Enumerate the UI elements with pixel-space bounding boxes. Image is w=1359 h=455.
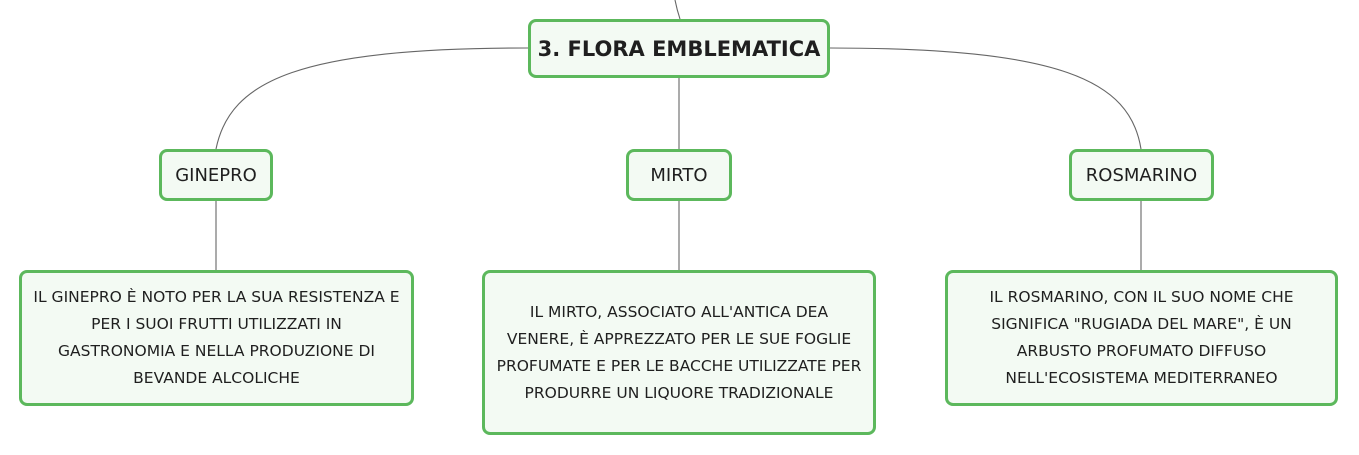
topic-node-ginepro[interactable]: GINEPRO	[159, 149, 273, 201]
topic-node-label: ROSMARINO	[1085, 164, 1198, 186]
root-node-flora-emblematica[interactable]: 3. FLORA EMBLEMATICA	[528, 19, 830, 78]
connector-root-to-rosmarino	[829, 47, 1142, 150]
topic-node-label: GINEPRO	[175, 164, 257, 186]
root-node-title: 3. FLORA EMBLEMATICA	[537, 36, 821, 61]
connector-parent-to-root	[674, 0, 681, 20]
topic-node-mirto[interactable]: MIRTO	[626, 149, 732, 201]
description-node-rosmarino[interactable]: IL ROSMARINO, CON IL SUO NOME CHE SIGNIF…	[945, 270, 1338, 406]
connector-root-to-ginepro	[215, 47, 529, 150]
description-node-ginepro[interactable]: IL GINEPRO È NOTO PER LA SUA RESISTENZA …	[19, 270, 414, 406]
description-node-mirto[interactable]: IL MIRTO, ASSOCIATO ALL'ANTICA DEA VENER…	[482, 270, 876, 435]
topic-node-rosmarino[interactable]: ROSMARINO	[1069, 149, 1214, 201]
description-text: IL MIRTO, ASSOCIATO ALL'ANTICA DEA VENER…	[496, 302, 862, 402]
topic-node-label: MIRTO	[650, 164, 708, 186]
description-text: IL ROSMARINO, CON IL SUO NOME CHE SIGNIF…	[989, 288, 1294, 387]
description-text: IL GINEPRO È NOTO PER LA SUA RESISTENZA …	[33, 288, 400, 387]
